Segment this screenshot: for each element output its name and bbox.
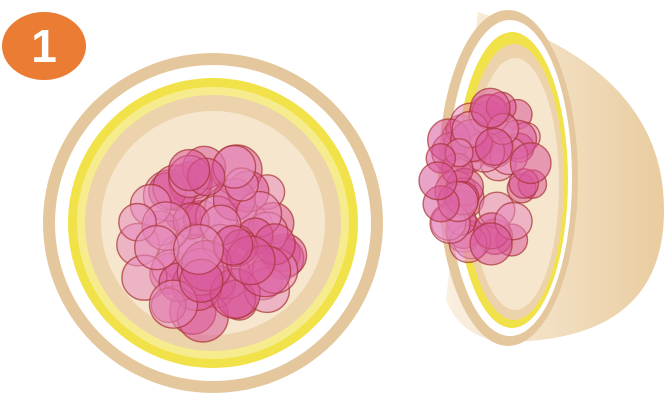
- blastomere-cell: [135, 226, 179, 270]
- blastomere-cell: [174, 225, 224, 275]
- blastomere-cell: [471, 88, 510, 127]
- blastomere-cell: [169, 150, 210, 191]
- step-number-badge: 1: [2, 12, 86, 80]
- cross-section-figure: [43, 53, 383, 393]
- blastomere-cell: [476, 128, 513, 165]
- half-sphere-figure: [419, 10, 664, 346]
- blastomere-cell: [470, 223, 512, 265]
- blastomere-cell: [510, 143, 551, 184]
- blastomere-cell: [419, 162, 457, 200]
